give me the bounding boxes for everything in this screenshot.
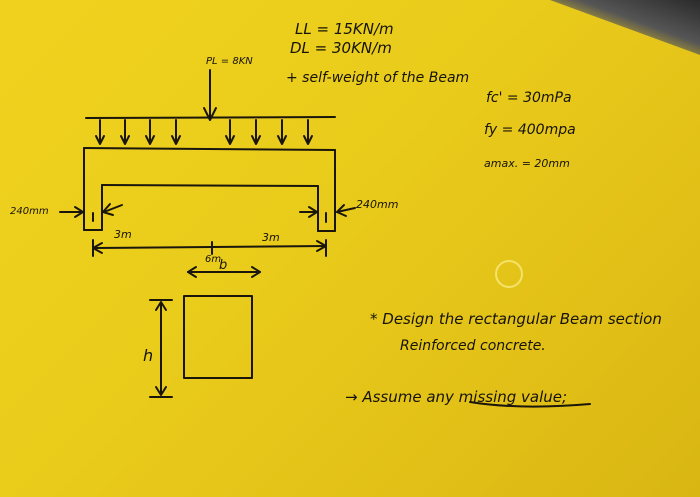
amax-text: amax. = 20mm <box>484 157 570 170</box>
beam-cross-section <box>149 295 253 398</box>
left-half-span-text: 3m <box>114 228 132 241</box>
width-label: b <box>219 258 228 273</box>
left-support <box>83 184 103 231</box>
faint-circle-mark <box>495 260 523 288</box>
right-support <box>317 185 336 232</box>
self-weight-text: + self-weight of the Beam <box>286 70 470 86</box>
fy-text: fy = 400mpa <box>484 122 576 138</box>
right-support-width-text: 240mm <box>356 198 399 211</box>
assume-instruction: → Assume any missing value; <box>345 388 568 406</box>
fc-text: fc' = 30mPa <box>486 90 572 106</box>
span-dimension <box>92 239 327 257</box>
height-label: h <box>143 346 154 365</box>
right-half-span-text: 3m <box>262 231 280 244</box>
beam <box>83 147 336 187</box>
point-load-text: PL = 8KN <box>206 56 253 67</box>
total-span-text: 6m <box>205 254 222 265</box>
left-support-width-text: 240mm <box>10 206 49 217</box>
assume-underline <box>469 401 591 408</box>
live-load-text: LL = 15KN/m <box>295 20 394 38</box>
dead-load-text: DL = 30KN/m <box>290 39 392 57</box>
design-instruction-line2: Reinforced concrete. <box>400 338 546 354</box>
support-width-arrows <box>59 203 356 218</box>
point-load-arrow <box>203 69 217 121</box>
width-arrow <box>187 266 261 278</box>
distributed-load <box>85 116 336 145</box>
design-instruction-line1: * Design the rectangular Beam section <box>370 310 662 328</box>
